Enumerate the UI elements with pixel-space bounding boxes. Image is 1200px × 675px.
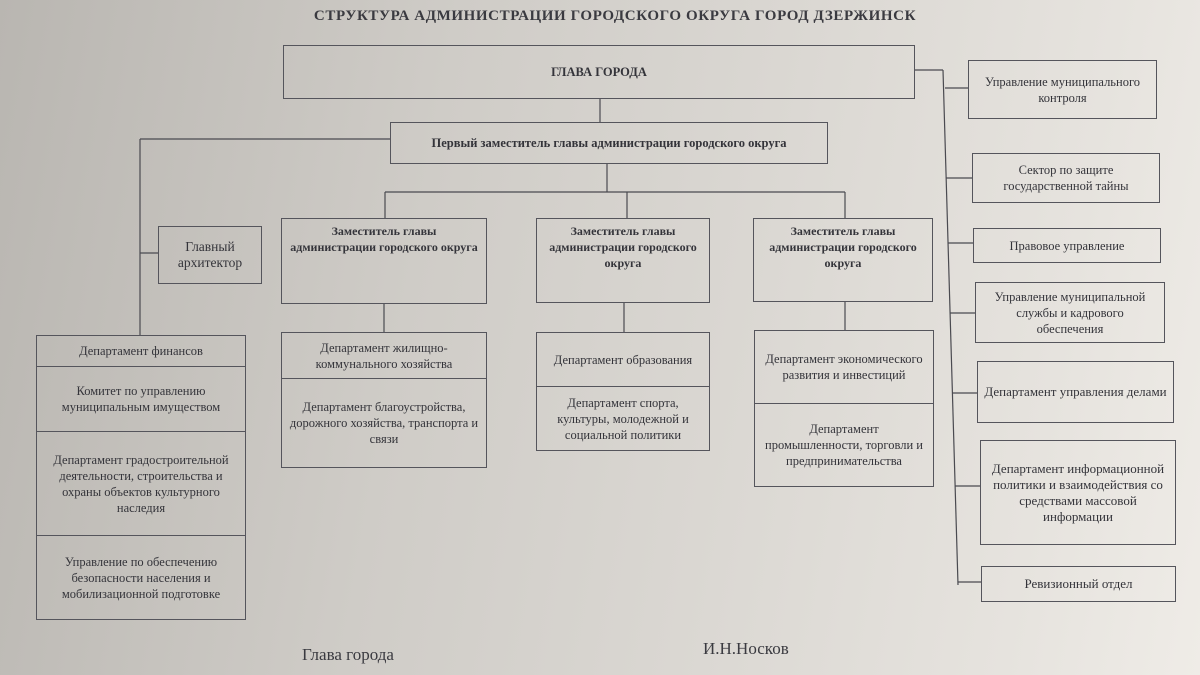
chart-title: СТРУКТУРА АДМИНИСТРАЦИИ ГОРОДСКОГО ОКРУГ… — [313, 8, 917, 24]
economic-development-department: Департамент экономического развития и ин… — [755, 331, 933, 404]
signature-position: Глава города — [302, 645, 394, 664]
chief-architect-box: Главный архитектор — [158, 226, 262, 284]
deputy-box-2: Заместитель главы администрации городско… — [536, 218, 710, 303]
housing-utilities-department: Департамент жилищно-коммунального хозяйс… — [282, 333, 486, 379]
deputy2-units: Департамент образования Департамент спор… — [536, 332, 710, 451]
personnel-directorate: Управление муниципальной службы и кадров… — [975, 282, 1165, 343]
property-committee: Комитет по управлению муниципальным имущ… — [37, 367, 245, 432]
affairs-management-department: Департамент управления делами — [977, 361, 1174, 423]
head-of-city-box: ГЛАВА ГОРОДА — [283, 45, 915, 99]
sport-culture-department: Департамент спорта, культуры, молодежной… — [557, 395, 689, 442]
information-policy-department: Департамент информационной политики и вз… — [980, 440, 1176, 545]
deputy1-units: Департамент жилищно-коммунального хозяйс… — [281, 332, 487, 468]
municipal-control-directorate: Управление муниципального контроля — [968, 60, 1157, 119]
audit-department: Ревизионный отдел — [981, 566, 1176, 602]
deputy3-units: Департамент экономического развития и ин… — [754, 330, 934, 487]
finance-column: Департамент финансов Комитет по управлен… — [36, 335, 246, 620]
first-deputy-box: Первый заместитель главы администрации г… — [390, 122, 828, 164]
deputy-box-1: Заместитель главы администрации городско… — [281, 218, 487, 304]
state-secret-sector: Сектор по защите государственной тайны — [972, 153, 1160, 203]
industry-trade-department: Департамент промышленности, торговли и п… — [765, 422, 923, 468]
legal-directorate: Правовое управление — [973, 228, 1161, 263]
deputy-box-3: Заместитель главы администрации городско… — [753, 218, 933, 302]
landscaping-roads-department: Департамент благоустройства, дорожного х… — [289, 400, 479, 446]
urban-planning-department: Департамент градостроительной деятельнос… — [37, 432, 245, 536]
education-department: Департамент образования — [537, 333, 709, 387]
civil-security-directorate: Управление по обеспечению безопасности н… — [61, 554, 221, 601]
signature-name: И.Н.Носков — [703, 639, 789, 658]
finance-department: Департамент финансов — [37, 336, 245, 367]
